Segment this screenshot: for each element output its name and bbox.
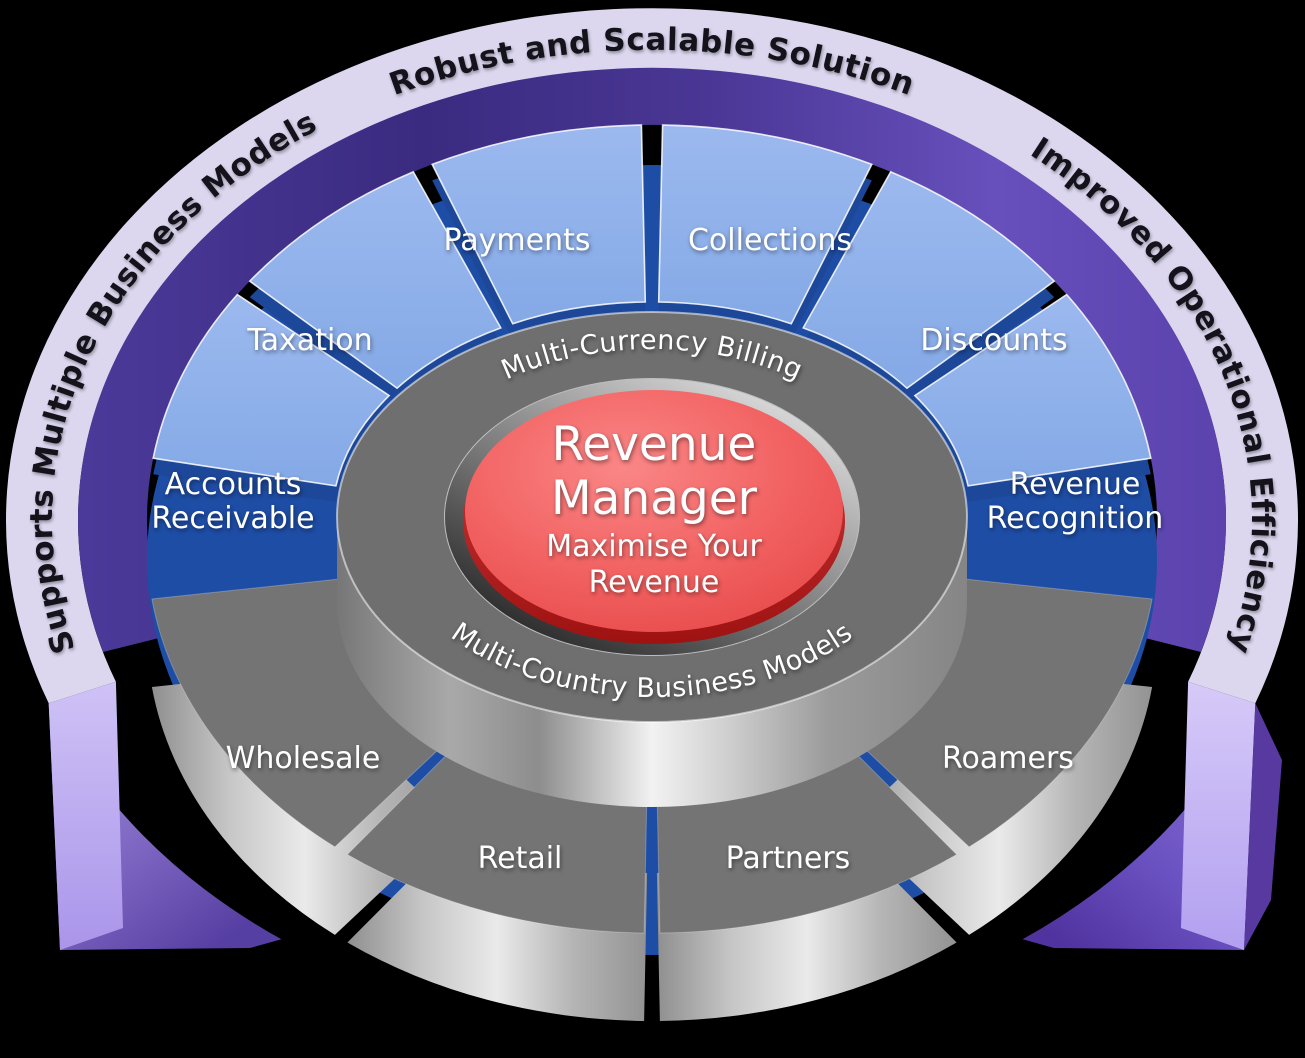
label-retail: Retail: [478, 841, 563, 876]
center-text: Revenue Manager Maximise Your Revenue: [546, 417, 762, 600]
label-revenue-recognition-line2: Recognition: [987, 501, 1164, 536]
business-model-segments: [151, 577, 1153, 1021]
label-payments: Payments: [444, 223, 591, 258]
label-roamers: Roamers: [942, 741, 1074, 776]
business-model-labels: Wholesale Retail Partners Roamers: [226, 741, 1074, 876]
feature-segments: [152, 124, 1152, 502]
label-accounts-receivable-line2: Receivable: [151, 501, 314, 536]
segment-payments: [431, 124, 647, 325]
center-button: [465, 390, 843, 632]
label-accounts-receivable-line1: Accounts: [165, 467, 302, 502]
label-discounts: Discounts: [920, 323, 1067, 358]
center-title-line2: Manager: [551, 471, 758, 526]
segment-taxation: [248, 170, 502, 390]
label-wholesale: Wholesale: [226, 741, 381, 776]
segment-discounts: [802, 170, 1056, 390]
outer-ring-endcap-right-side: [1244, 703, 1282, 950]
label-partners: Partners: [726, 841, 851, 876]
hub-cylinder-side: [337, 517, 967, 807]
segment-collections: [657, 124, 873, 325]
center-subtitle-line2: Revenue: [589, 565, 720, 600]
segment-revenue-recognition: [913, 293, 1152, 487]
center-subtitle-line1: Maximise Your: [546, 529, 762, 564]
feature-labels: Accounts Receivable Taxation Payments Co…: [151, 223, 1163, 536]
segment-accounts-receivable: [152, 293, 391, 487]
outer-ring-endcap-right: [1181, 681, 1256, 950]
center-title-line1: Revenue: [552, 417, 757, 472]
label-revenue-recognition-line1: Revenue: [1010, 467, 1141, 502]
label-collections: Collections: [688, 223, 852, 258]
label-taxation: Taxation: [246, 323, 372, 358]
outer-ring-endcap-left: [48, 681, 124, 950]
